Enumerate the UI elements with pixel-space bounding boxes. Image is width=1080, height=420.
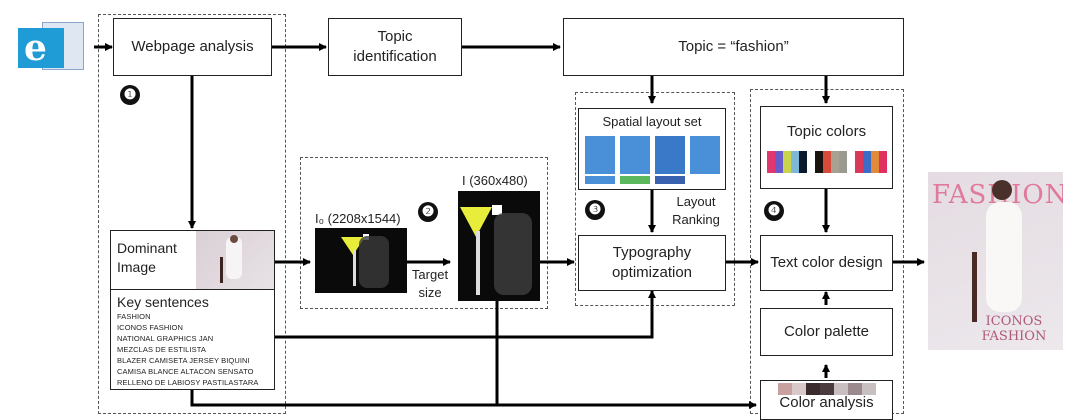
color-palette-box: Color palette [760, 308, 893, 356]
topic-color-swatches [766, 150, 887, 173]
color-swatch [870, 150, 879, 173]
arrow-image-to-analysis [190, 390, 757, 409]
stage-3-badge: ❸ [585, 200, 605, 220]
layout-ranking-label-2: Ranking [672, 211, 720, 227]
color-swatch [790, 150, 799, 173]
color-swatch [862, 150, 871, 173]
saliency-original-image [315, 228, 407, 293]
topic-colors-label: Topic colors [786, 123, 867, 141]
analysis-color-swatches [777, 383, 876, 395]
stage-2-container [300, 157, 548, 309]
ie-webpage-icon: e [18, 18, 88, 70]
topic-identification-label-2: identification [353, 48, 437, 65]
color-swatch [854, 150, 863, 173]
topic-colors-box: Topic colors [760, 106, 893, 189]
dominant-image-box: Dominant Image Key sentences FASHION ICO… [110, 230, 275, 390]
spatial-layout-label: Spatial layout set [602, 114, 702, 129]
connector-lines [94, 43, 925, 409]
saliency-target-label: I (360x480) [462, 173, 528, 188]
key-sentence: RELLENO DE LABIOSY PASTILASTARA [117, 378, 259, 387]
dominant-image-thumbnail [196, 231, 274, 289]
color-swatch [847, 383, 862, 395]
color-swatch [878, 150, 887, 173]
key-sentence: CAMISA BLANCE ALTACON SENSATO [117, 367, 254, 376]
color-swatch [846, 150, 855, 173]
cover-headline: ICONOS FASHION [968, 314, 1060, 344]
target-size-label-1: Target [411, 267, 449, 282]
cover-headline-2: FASHION [981, 329, 1047, 344]
topic-identification-label-1: Topic [377, 27, 413, 45]
dominant-image-label-2: Image [117, 259, 156, 275]
color-palette-label: Color palette [783, 322, 870, 340]
color-swatch [777, 383, 792, 395]
topic-value-box: Topic = “fashion” [563, 18, 904, 76]
color-swatch [838, 150, 847, 173]
saliency-target-image [458, 191, 540, 301]
key-sentence: NATIONAL GRAPHICS JAN [117, 334, 214, 343]
stage-3-container [575, 92, 735, 306]
color-swatch [791, 383, 806, 395]
layout-thumbnails [584, 135, 720, 184]
target-size-label-2: size [418, 284, 442, 300]
color-swatch [861, 383, 876, 395]
dominant-image-label-1: Dominant [117, 240, 177, 256]
color-analysis-label: Color analysis [779, 394, 874, 411]
stage-2-badge: ❷ [418, 202, 438, 222]
typography-label-2: optimization [611, 264, 693, 281]
key-sentence: ICONOS FASHION [117, 323, 183, 332]
color-swatch [814, 150, 823, 173]
color-swatch [822, 150, 831, 173]
color-swatch [830, 150, 839, 173]
typography-label-1: Typography [612, 243, 692, 261]
webpage-analysis-box: Webpage analysis [113, 18, 272, 76]
color-swatch [782, 150, 791, 173]
color-swatch [819, 383, 834, 395]
spatial-layout-box: Spatial layout set [578, 108, 726, 190]
color-swatch [833, 383, 848, 395]
saliency-original-label: I₀ (2208x1544) [315, 211, 401, 226]
webpage-analysis-label: Webpage analysis [131, 37, 254, 55]
layout-ranking-label-1: Layout [676, 194, 716, 209]
color-analysis-box: Color analysis [760, 380, 893, 420]
stage-1-badge: ❶ [120, 85, 140, 105]
key-sentence: BLAZER CAMISETA JERSEY BIQUINI [117, 356, 250, 365]
key-sentences-title: Key sentences [117, 294, 209, 310]
cover-headline-1: ICONOS [985, 314, 1043, 329]
text-color-design-box: Text color design [760, 235, 893, 291]
arrow-sentences-to-typo [274, 290, 656, 339]
color-swatch [805, 383, 820, 395]
typography-optimization-box: Typography optimization [578, 235, 726, 291]
topic-identification-box: Topic identification [328, 18, 462, 76]
color-swatch [806, 150, 815, 173]
layout-ranking-label: Layout Ranking [668, 193, 724, 228]
color-swatch [798, 150, 807, 173]
topic-value-label: Topic = “fashion” [678, 37, 789, 55]
target-size-label: Target size [407, 266, 453, 301]
color-swatch [774, 150, 783, 173]
output-magazine-cover: FASHION ICONOS FASHION [928, 172, 1063, 350]
stage-4-badge: ❹ [764, 201, 784, 221]
text-color-design-label: Text color design [770, 253, 883, 271]
key-sentence: MEZCLAS DE ESTILISTA [117, 345, 206, 354]
color-swatch [766, 150, 775, 173]
key-sentence: FASHION [117, 312, 151, 321]
